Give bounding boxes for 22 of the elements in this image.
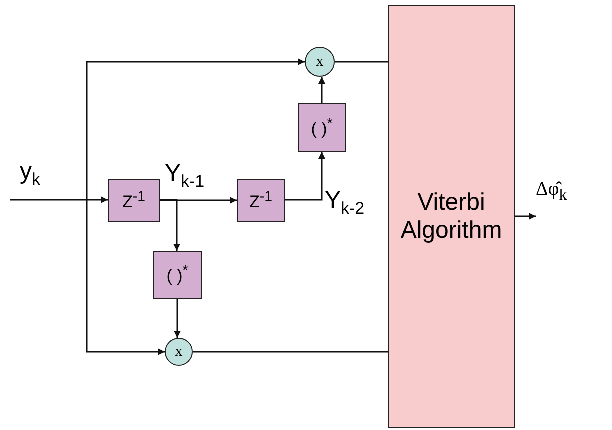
arrow (160, 199, 180, 251)
multiplier-circle: x (165, 338, 193, 366)
connector-line (193, 351, 388, 353)
output-label: Δφ̂$_{k}$ (536, 179, 568, 205)
signal-label: y$_{k}$ (20, 158, 40, 190)
arrow (318, 77, 326, 103)
arrow (174, 299, 181, 338)
signal-label: Y$_{k-2}$ (325, 187, 365, 219)
arrow (86, 200, 165, 356)
arrow (285, 152, 326, 201)
signal-label: Y$_{k-1}$ (165, 160, 205, 192)
conjugate-box: ( )$^{*}$ (153, 251, 202, 299)
arrow (86, 58, 305, 200)
delay-box: Z$^{-1}$ (108, 179, 160, 222)
arrow (160, 197, 237, 204)
conjugate-box: ( )$^{*}$ (298, 103, 346, 152)
arrow (515, 213, 536, 220)
connector-line (335, 61, 388, 63)
viterbi-box: Viterbi Algorithm (388, 5, 515, 428)
delay-box: Z$^{-1}$ (237, 179, 285, 222)
arrow (10, 196, 108, 204)
multiplier-circle: x (305, 47, 335, 77)
